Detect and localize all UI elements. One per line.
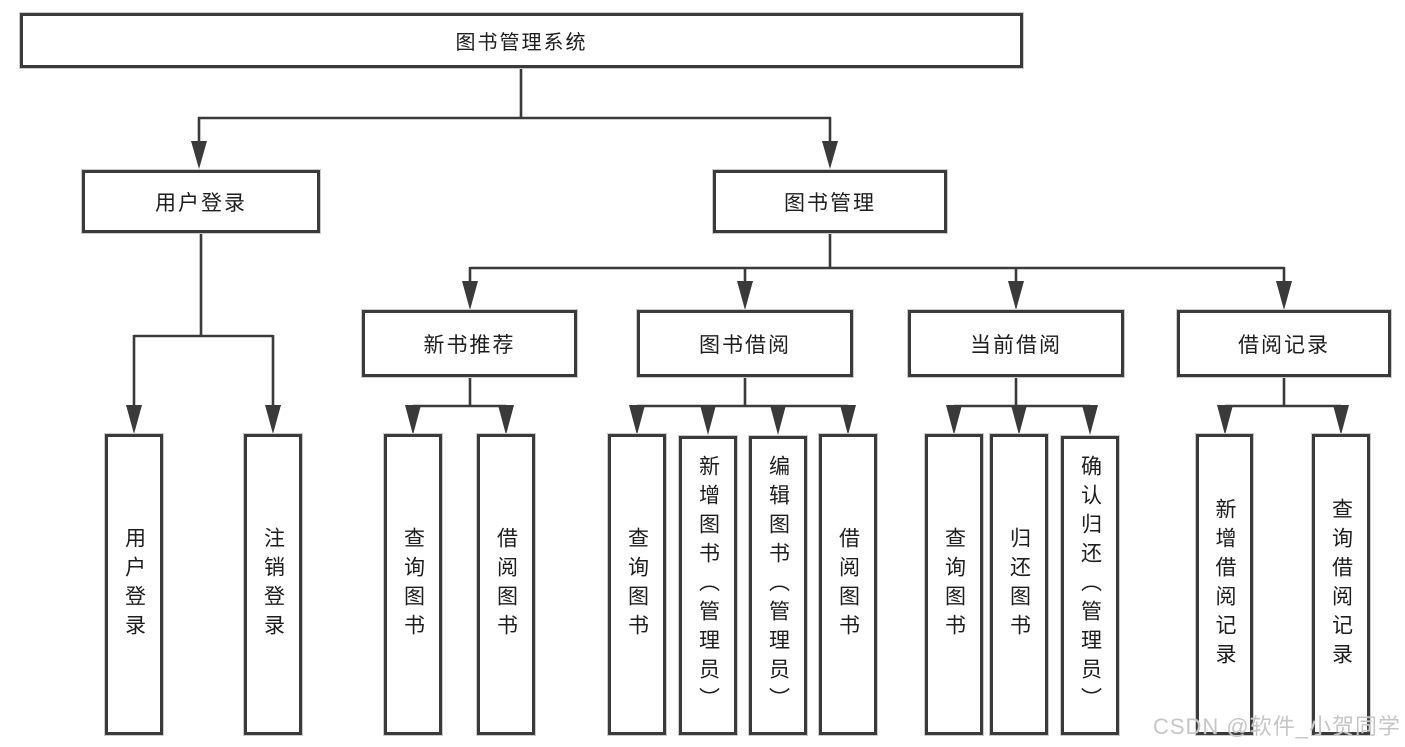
leaf-logout-label: 注销登录 — [261, 526, 285, 643]
node-current-borrowing: 当前借阅 — [908, 310, 1124, 377]
node-root-label: 图书管理系统 — [455, 32, 588, 54]
leaf-query-books-borrowing: 查询图书 — [608, 434, 666, 735]
leaf-query-books-current-label: 查询图书 — [942, 526, 966, 643]
edge-currentborrow-to-leaves — [954, 376, 1090, 408]
leaf-add-books-admin-label: 新增图书（管理员） — [696, 455, 720, 716]
leaf-confirm-return-admin-label: 确认归还（管理员） — [1078, 455, 1102, 716]
leaf-query-books-current: 查询图书 — [925, 434, 983, 735]
leaf-query-books-borrowing-label: 查询图书 — [625, 526, 649, 643]
leaf-borrow-books-recommend-label: 借阅图书 — [494, 526, 518, 643]
node-borrowing-records: 借阅记录 — [1177, 310, 1391, 377]
leaf-add-borrow-record-label: 新增借阅记录 — [1213, 497, 1236, 672]
watermark: CSDN @软件_小贺同学 — [1152, 714, 1401, 739]
node-new-book-recommend: 新书推荐 — [362, 310, 577, 377]
node-book-borrowing: 图书借阅 — [637, 310, 853, 377]
edge-borrowrecord-to-leaves — [1225, 376, 1341, 408]
node-borrowing-records-label: 借阅记录 — [1238, 333, 1330, 357]
leaf-confirm-return-admin: 确认归还（管理员） — [1061, 436, 1119, 735]
edge-bookborrow-to-leaves — [637, 376, 848, 408]
leaf-user-login-label: 用户登录 — [122, 526, 146, 643]
edge-userlogin-to-leaves — [132, 232, 275, 406]
node-book-management-label: 图书管理 — [784, 191, 876, 215]
node-new-book-recommend-label: 新书推荐 — [423, 333, 516, 357]
leaf-edit-books-admin-label: 编辑图书（管理员） — [766, 455, 790, 716]
leaf-borrow-books-borrowing-label: 借阅图书 — [836, 526, 860, 643]
leaf-borrow-books-borrowing: 借阅图书 — [819, 434, 877, 735]
leaf-query-books-recommend-label: 查询图书 — [401, 526, 425, 643]
node-root: 图书管理系统 — [20, 13, 1023, 68]
leaf-edit-books-admin: 编辑图书（管理员） — [749, 436, 807, 735]
leaf-user-login: 用户登录 — [105, 434, 163, 735]
leaf-return-books: 归还图书 — [990, 434, 1048, 735]
leaf-borrow-books-recommend: 借阅图书 — [477, 434, 535, 735]
leaf-query-borrow-record: 查询借阅记录 — [1312, 434, 1370, 735]
node-user-login-label: 用户登录 — [155, 191, 247, 215]
leaf-query-borrow-record-label: 查询借阅记录 — [1329, 497, 1353, 672]
arrowheads — [126, 141, 1349, 435]
leaf-query-books-recommend: 查询图书 — [384, 434, 442, 735]
node-book-borrowing-label: 图书借阅 — [699, 333, 791, 357]
leaf-add-books-admin: 新增图书（管理员） — [679, 436, 737, 735]
edge-newbook-to-leaves — [413, 376, 506, 408]
leaf-logout: 注销登录 — [244, 434, 302, 735]
edge-root-to-level2 — [197, 66, 832, 143]
edge-bookmgmt-to-level3 — [468, 232, 1286, 283]
leaf-add-borrow-record: 新增借阅记录 — [1196, 434, 1253, 735]
node-book-management: 图书管理 — [713, 170, 947, 233]
node-current-borrowing-label: 当前借阅 — [970, 333, 1062, 357]
leaf-return-books-label: 归还图书 — [1007, 526, 1031, 643]
node-user-login: 用户登录 — [82, 170, 320, 233]
